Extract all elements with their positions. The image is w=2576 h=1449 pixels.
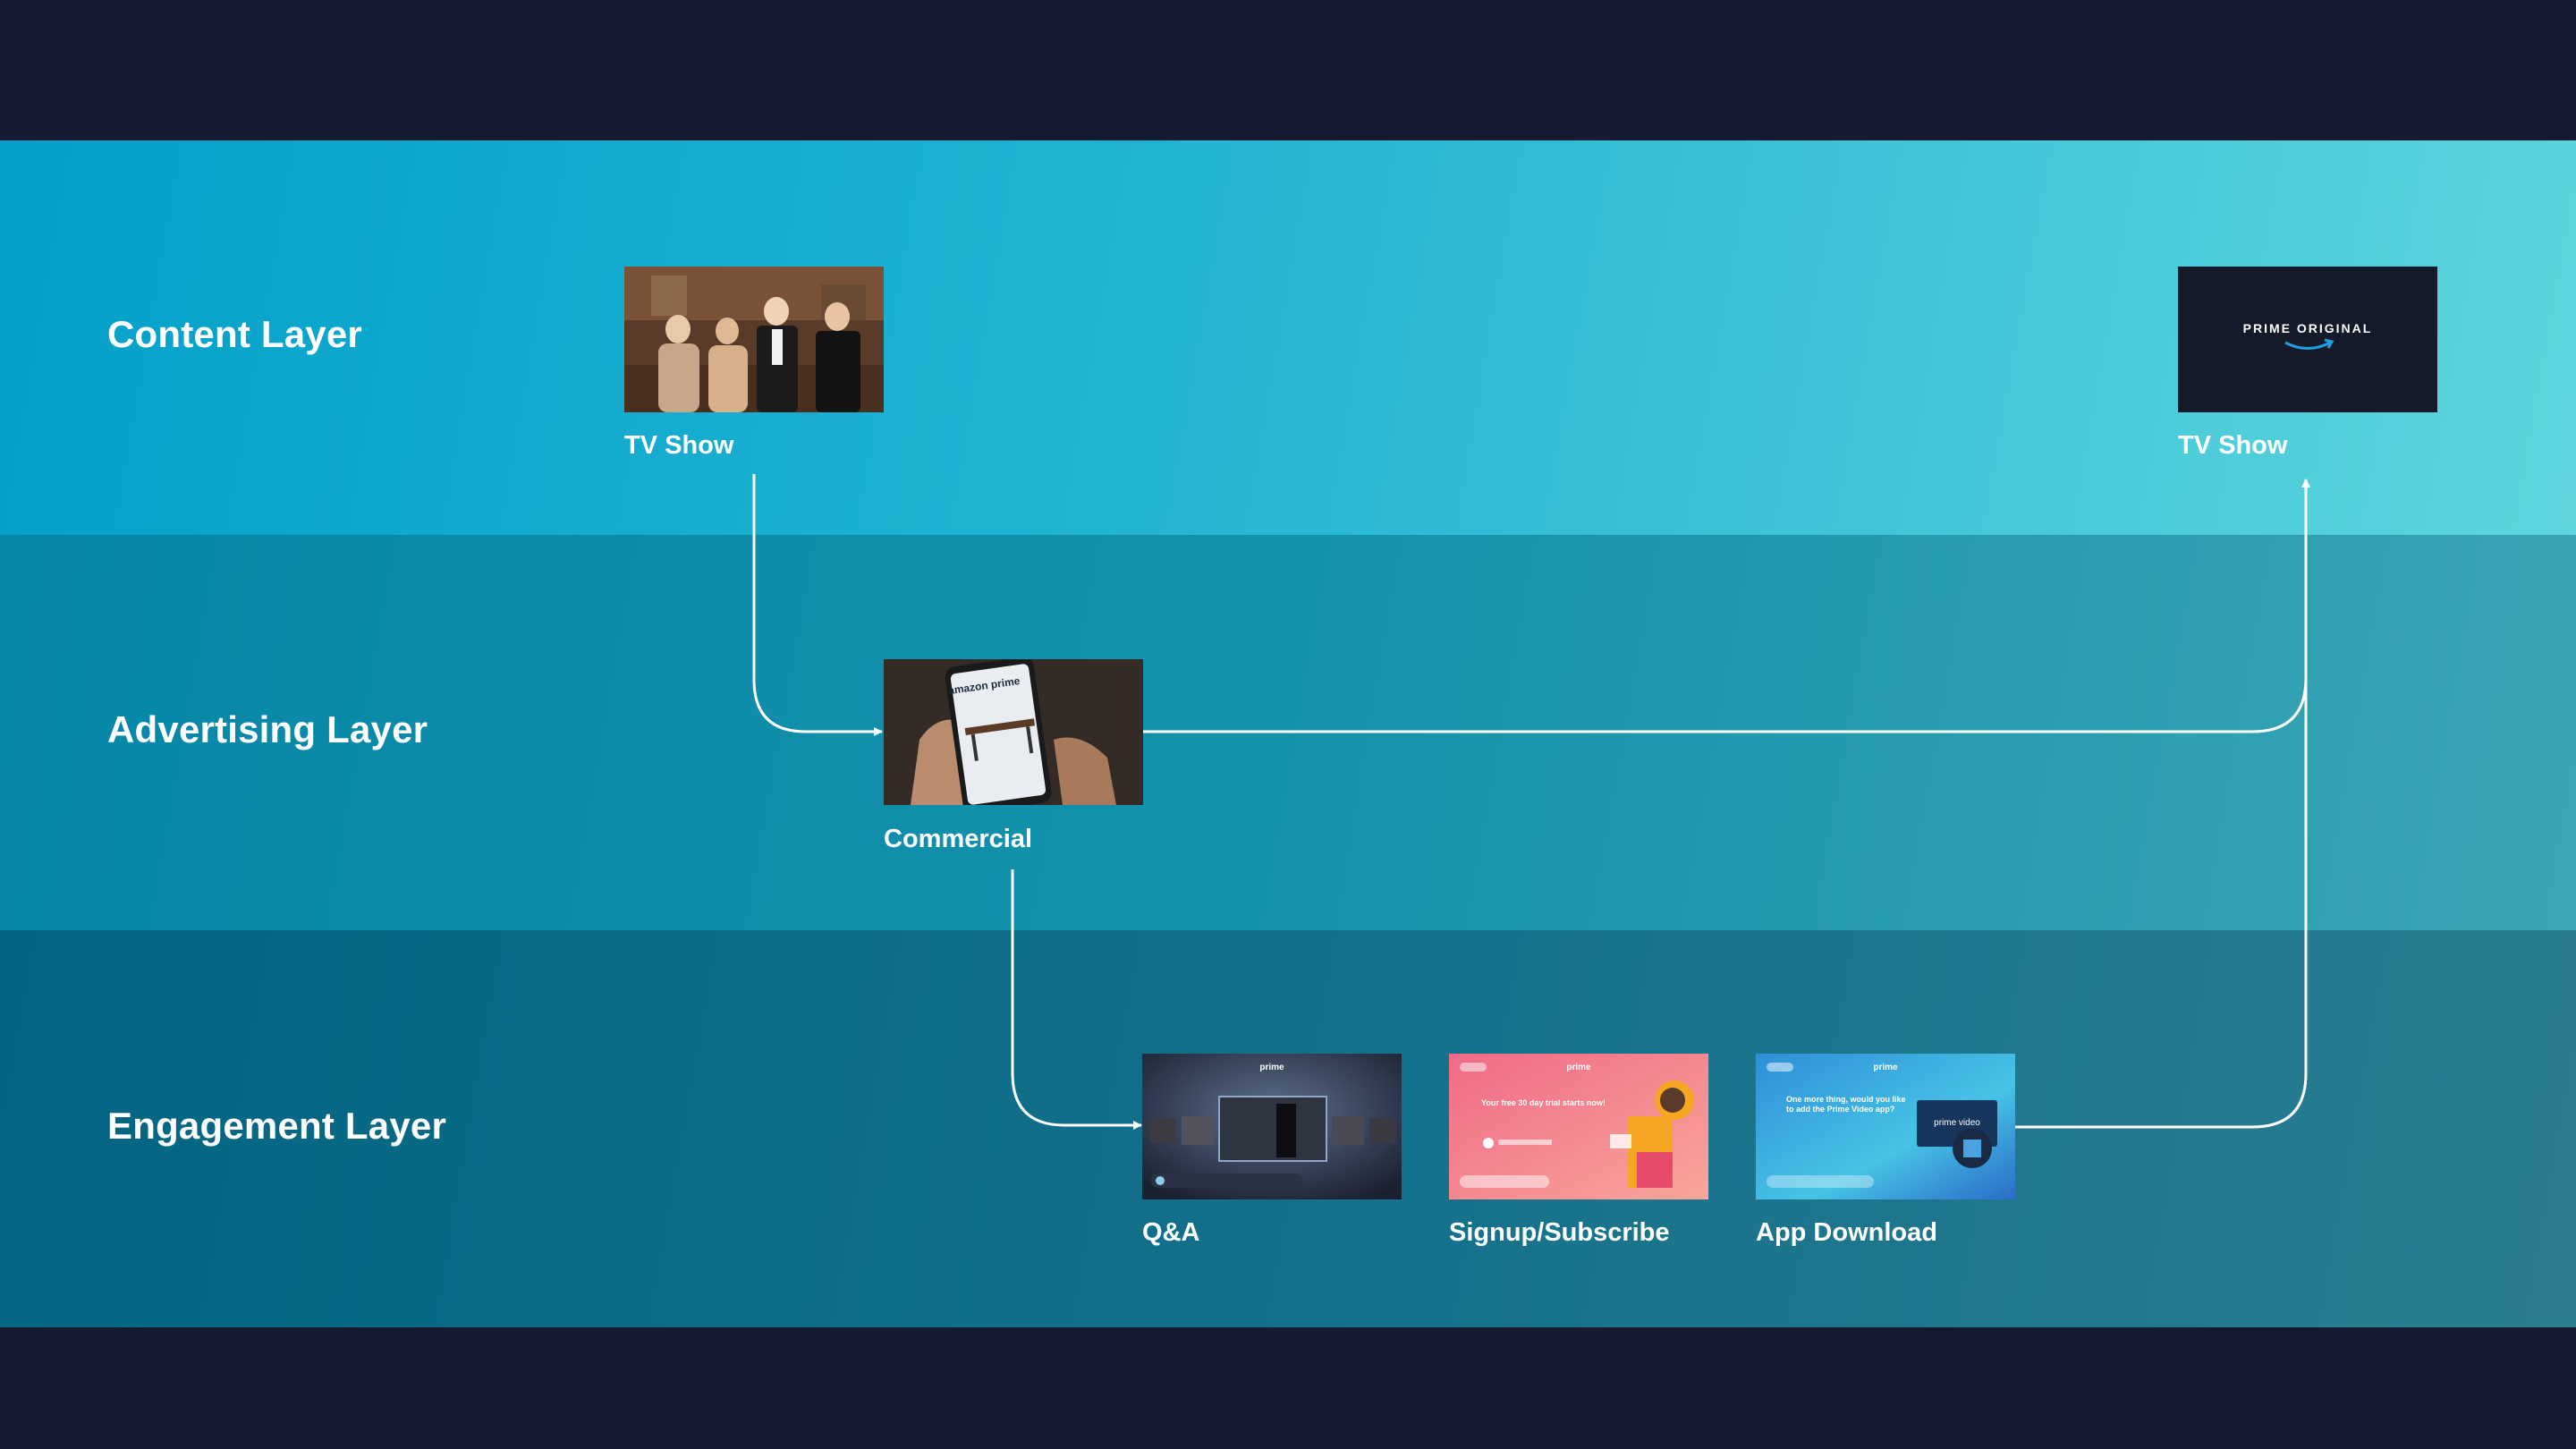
- tv-show-caption-2: TV Show: [2178, 431, 2288, 460]
- connector-tvshow-to-commercial: [752, 474, 883, 736]
- tv-show-thumbnail[interactable]: [624, 267, 884, 412]
- smile-arrow-icon: [2284, 341, 2331, 350]
- app-prompt-text: One more thing, would you like to add th…: [1786, 1095, 1906, 1114]
- tv-show-prime-original-thumbnail[interactable]: PRIME ORIGINAL: [2178, 267, 2437, 412]
- engagement-layer-label: Engagement Layer: [107, 1105, 446, 1147]
- svg-text:prime: prime: [1566, 1063, 1591, 1072]
- svg-text:prime: prime: [1873, 1063, 1898, 1072]
- app-download-thumbnail[interactable]: prime One more thing, would you like to …: [1756, 1054, 2015, 1199]
- app-download-caption: App Download: [1756, 1218, 1937, 1247]
- commercial-caption: Commercial: [884, 825, 1033, 853]
- advertising-layer-label: Advertising Layer: [107, 708, 428, 750]
- signup-caption: Signup/Subscribe: [1449, 1218, 1670, 1247]
- prime-original-wordmark: PRIME ORIGINAL: [2243, 321, 2373, 335]
- prime-logo: prime: [1259, 1063, 1284, 1072]
- trial-headline: Your free 30 day trial starts now!: [1481, 1098, 1606, 1107]
- content-layer-band: [0, 140, 2576, 535]
- tv-show-caption: TV Show: [624, 431, 734, 460]
- prime-video-badge: prime video: [1934, 1118, 1980, 1128]
- connector-commercial-to-qa: [1011, 869, 1142, 1130]
- connector-appdownload-to-tvshow: [2014, 479, 2310, 1129]
- signup-subscribe-thumbnail[interactable]: prime Your free 30 day trial starts now!: [1449, 1054, 1708, 1199]
- content-layer-label: Content Layer: [107, 313, 362, 355]
- connector-commercial-to-tvshow: [1143, 677, 2308, 733]
- commercial-thumbnail[interactable]: amazon prime: [884, 659, 1143, 805]
- qa-thumbnail[interactable]: prime: [1142, 1054, 1402, 1199]
- qa-caption: Q&A: [1142, 1218, 1200, 1247]
